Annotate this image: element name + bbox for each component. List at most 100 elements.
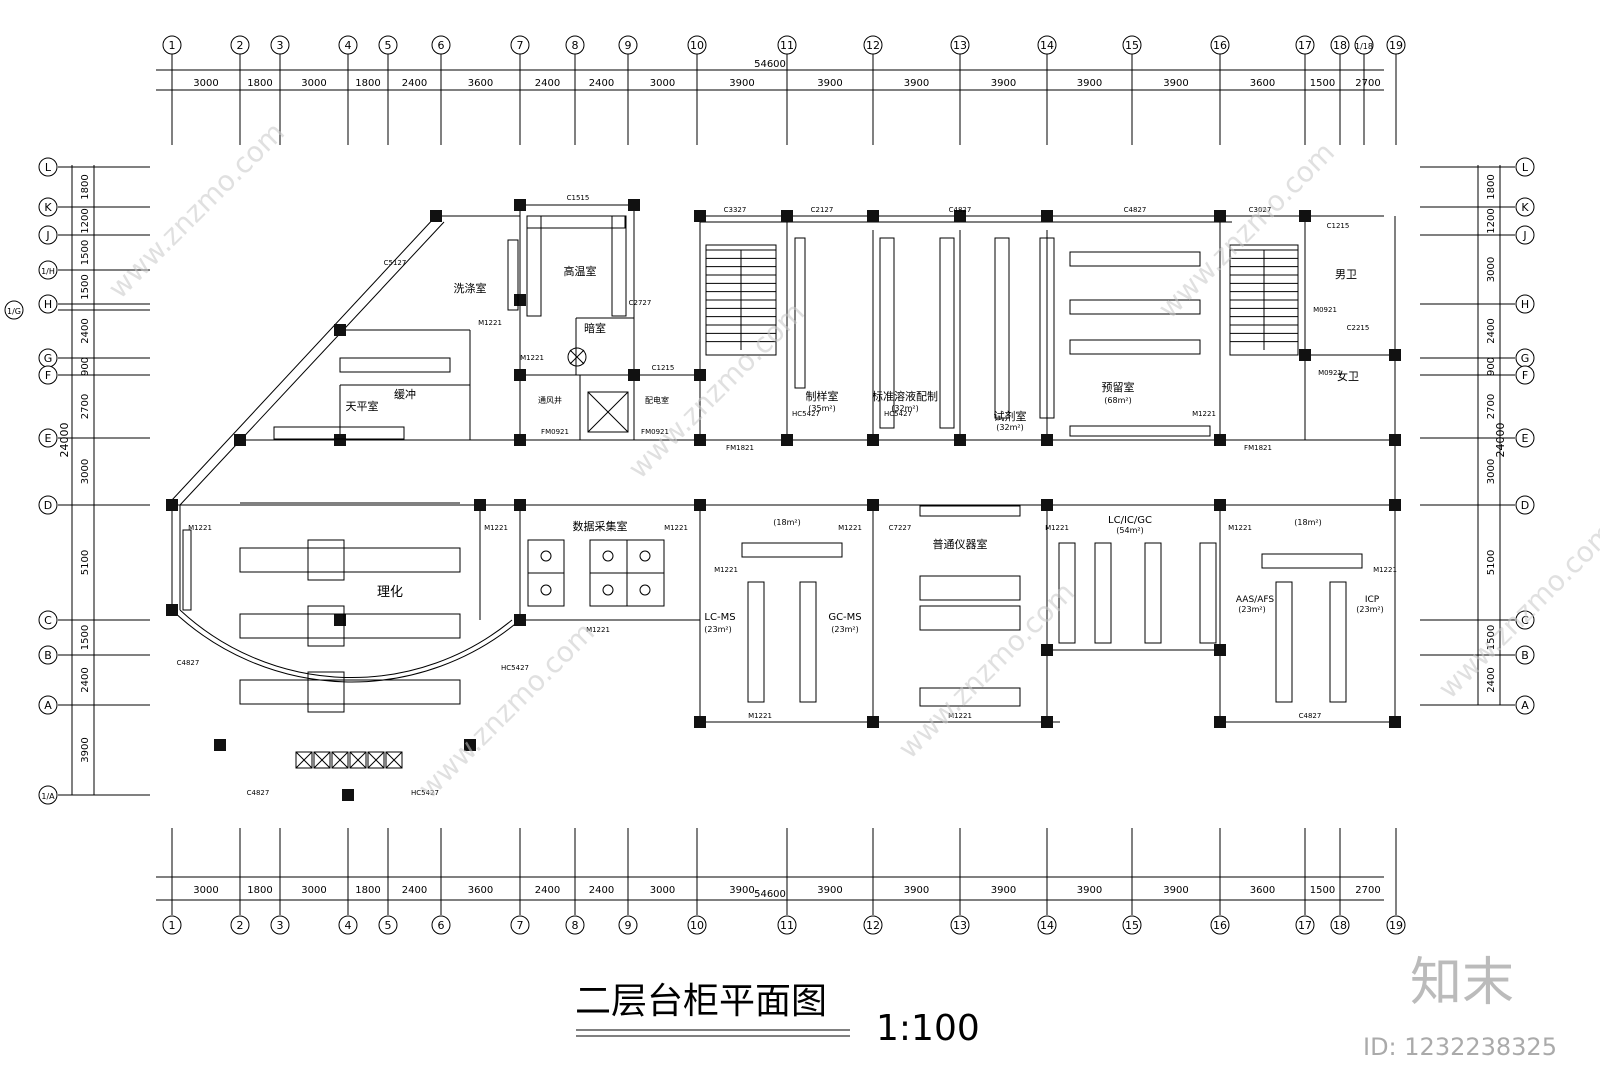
door-window-tag: C4827 [1299, 712, 1322, 720]
top-span-dim: 3600 [1250, 78, 1275, 89]
fume-hood [295, 751, 313, 769]
top-axis-label: 11 [780, 39, 794, 52]
stair-left [705, 244, 777, 356]
room-label: 男卫 [1335, 268, 1357, 281]
top-span-dim: 3900 [729, 78, 754, 89]
top-axis-label: 15 [1125, 39, 1139, 52]
room-label: GC-MS [828, 612, 861, 623]
door-window-tag: C3327 [724, 206, 747, 214]
bottom-axis-label: 18 [1333, 919, 1347, 932]
column [1299, 210, 1311, 222]
column [166, 499, 178, 511]
room-label: (18m²) [1294, 518, 1321, 527]
bottom-span-dim: 3900 [1163, 885, 1188, 896]
column [781, 434, 793, 446]
left-span-dim: 2400 [80, 667, 91, 692]
left-axis-label: H [44, 298, 52, 311]
data-acq-desks [527, 539, 665, 607]
room-labels: 洗涤室高温室暗室缓冲天平室通风井配电室制样室(35m²)标准溶液配制(32m²)… [346, 264, 1384, 634]
bottom-axis-label: 3 [277, 919, 284, 932]
door-window-tag: M1221 [748, 712, 772, 720]
bottom-axis-label: 17 [1298, 919, 1312, 932]
structural-columns [166, 199, 1401, 801]
column [514, 294, 526, 306]
column [867, 499, 879, 511]
left-span-dim: 900 [80, 357, 91, 376]
door-window-tag: C2215 [1347, 324, 1370, 332]
room-label: 试剂室 [994, 409, 1027, 423]
bottom-axis-label: 11 [780, 919, 794, 932]
left-axis-label: 1/A [41, 792, 55, 801]
top-span-dim: 3900 [991, 78, 1016, 89]
top-axis-label: 1 [169, 39, 176, 52]
bottom-axis-label: 16 [1213, 919, 1227, 932]
room-label: 标准溶液配制 [872, 389, 938, 403]
door-window-tag: C2127 [811, 206, 834, 214]
bottom-axis-label: 2 [237, 919, 244, 932]
room-label: AAS/AFS [1236, 595, 1274, 605]
column [334, 614, 346, 626]
column [628, 369, 640, 381]
column [514, 499, 526, 511]
top-axis-label: 18 [1333, 39, 1347, 52]
column [334, 324, 346, 336]
door-window-tag: C7227 [889, 524, 912, 532]
watermark-logo: 知末 [1410, 953, 1514, 1013]
bottom-span-dim: 2700 [1355, 885, 1380, 896]
right-axis-label: C [1521, 614, 1529, 627]
bottom-span-dim: 3900 [817, 885, 842, 896]
column [954, 434, 966, 446]
svg-text:www.znzmo.com: www.znzmo.com [412, 616, 601, 805]
door-window-tag: M1221 [838, 524, 862, 532]
door-window-tag: M1221 [586, 626, 610, 634]
room-label: 暗室 [584, 321, 606, 335]
fume-hood [367, 751, 385, 769]
room-label: (23m²) [704, 625, 731, 634]
bottom-span-dim: 3900 [729, 885, 754, 896]
left-axis-label: C [44, 614, 52, 627]
top-span-dim: 3900 [1077, 78, 1102, 89]
left-axis-label: B [44, 649, 52, 662]
room-label: ICP [1365, 595, 1380, 605]
svg-text:www.znzmo.com: www.znzmo.com [102, 116, 291, 305]
top-span-dim: 1500 [1310, 78, 1335, 89]
column [1041, 644, 1053, 656]
bottom-span-dim: 3000 [301, 885, 326, 896]
door-window-tag: M1221 [664, 524, 688, 532]
instrument-benches [741, 505, 1363, 707]
bottom-span-dim: 1800 [355, 885, 380, 896]
column [954, 210, 966, 222]
room-label: 制样室 [806, 389, 839, 403]
room-label: 普通仪器室 [933, 537, 988, 551]
top-span-dim: 3900 [1163, 78, 1188, 89]
top-span-dim: 3600 [468, 78, 493, 89]
door-window-tag: C1215 [1327, 222, 1350, 230]
bottom-span-dim: 3600 [468, 885, 493, 896]
drawing-scale: 1:100 [876, 1008, 980, 1049]
left-span-dim: 3900 [80, 737, 91, 762]
right-axis-label: K [1521, 201, 1529, 214]
door-window-tag: FM0921 [641, 428, 669, 436]
room-label: (23m²) [831, 625, 858, 634]
left-span-dim: 1500 [80, 625, 91, 650]
left-span-dim: 5100 [80, 550, 91, 575]
left-axis-label: D [44, 499, 52, 512]
bottom-axis-label: 6 [438, 919, 445, 932]
left-span-dim: 1500 [80, 274, 91, 299]
top-axis-label: 7 [517, 39, 524, 52]
door-window-tag: HC5427 [411, 789, 439, 797]
column [781, 210, 793, 222]
top-axis-label: 8 [572, 39, 579, 52]
door-window-tag: M0921 [1318, 369, 1342, 377]
column [1041, 499, 1053, 511]
top-span-dim: 3000 [193, 78, 218, 89]
bottom-axis-label: 13 [953, 919, 967, 932]
bottom-axis-label: 15 [1125, 919, 1139, 932]
room-label: (35m²) [808, 404, 835, 413]
column [334, 434, 346, 446]
top-span-dim: 2400 [402, 78, 427, 89]
